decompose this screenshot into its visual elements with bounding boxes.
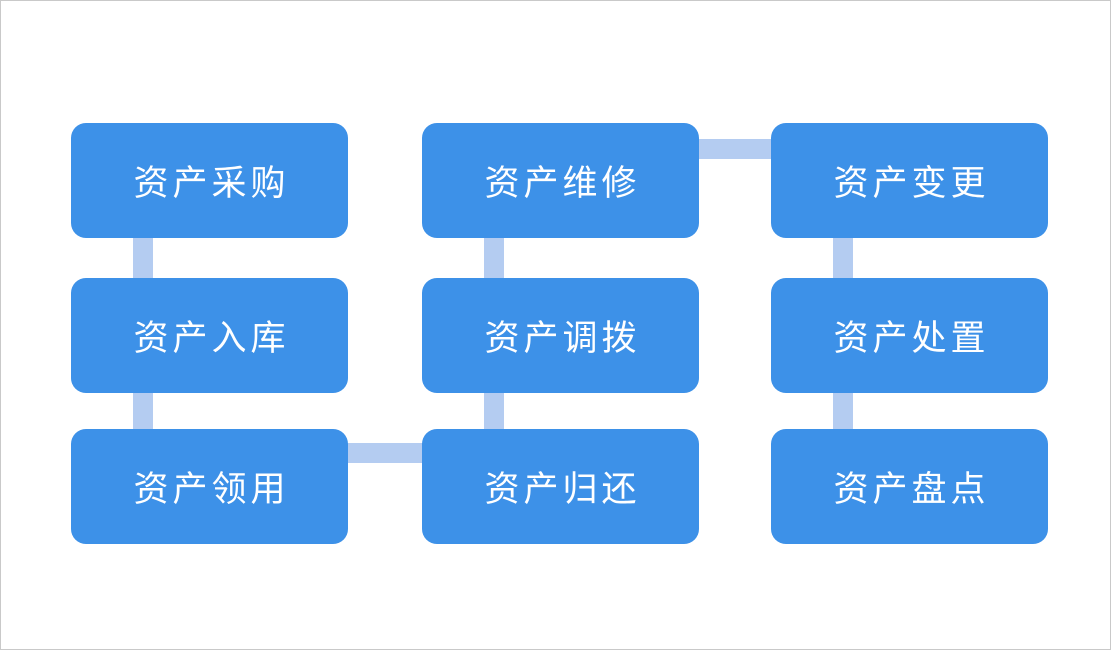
flow-node-asset-disposal: 资产处置 (771, 278, 1048, 393)
flow-node-asset-procurement: 资产采购 (71, 123, 348, 238)
flow-node-label: 资产领用 (133, 470, 290, 509)
flow-node-asset-stocktake: 资产盘点 (771, 429, 1048, 544)
flow-node-label: 资产入库 (133, 319, 290, 358)
flow-node-label: 资产盘点 (833, 470, 990, 509)
connector-repair-change (693, 139, 775, 159)
connector-repair-transfer (484, 233, 504, 281)
flow-node-label: 资产维修 (484, 164, 641, 203)
connector-change-disposal (833, 233, 853, 281)
flow-node-label: 资产归还 (484, 470, 641, 509)
connector-inbound-requisition (133, 389, 153, 433)
connector-procurement-inbound (133, 233, 153, 281)
flow-node-asset-repair: 资产维修 (422, 123, 699, 238)
flow-node-asset-change: 资产变更 (771, 123, 1048, 238)
flow-node-asset-return: 资产归还 (422, 429, 699, 544)
flow-node-label: 资产调拨 (484, 319, 641, 358)
flow-node-asset-transfer: 资产调拨 (422, 278, 699, 393)
flow-node-label: 资产变更 (833, 164, 990, 203)
connector-requisition-return (343, 443, 425, 463)
connector-disposal-stocktake (833, 389, 853, 433)
flow-node-asset-inbound: 资产入库 (71, 278, 348, 393)
connector-transfer-return (484, 389, 504, 433)
flow-node-label: 资产采购 (133, 164, 290, 203)
flow-node-asset-requisition: 资产领用 (71, 429, 348, 544)
flow-node-label: 资产处置 (833, 319, 990, 358)
